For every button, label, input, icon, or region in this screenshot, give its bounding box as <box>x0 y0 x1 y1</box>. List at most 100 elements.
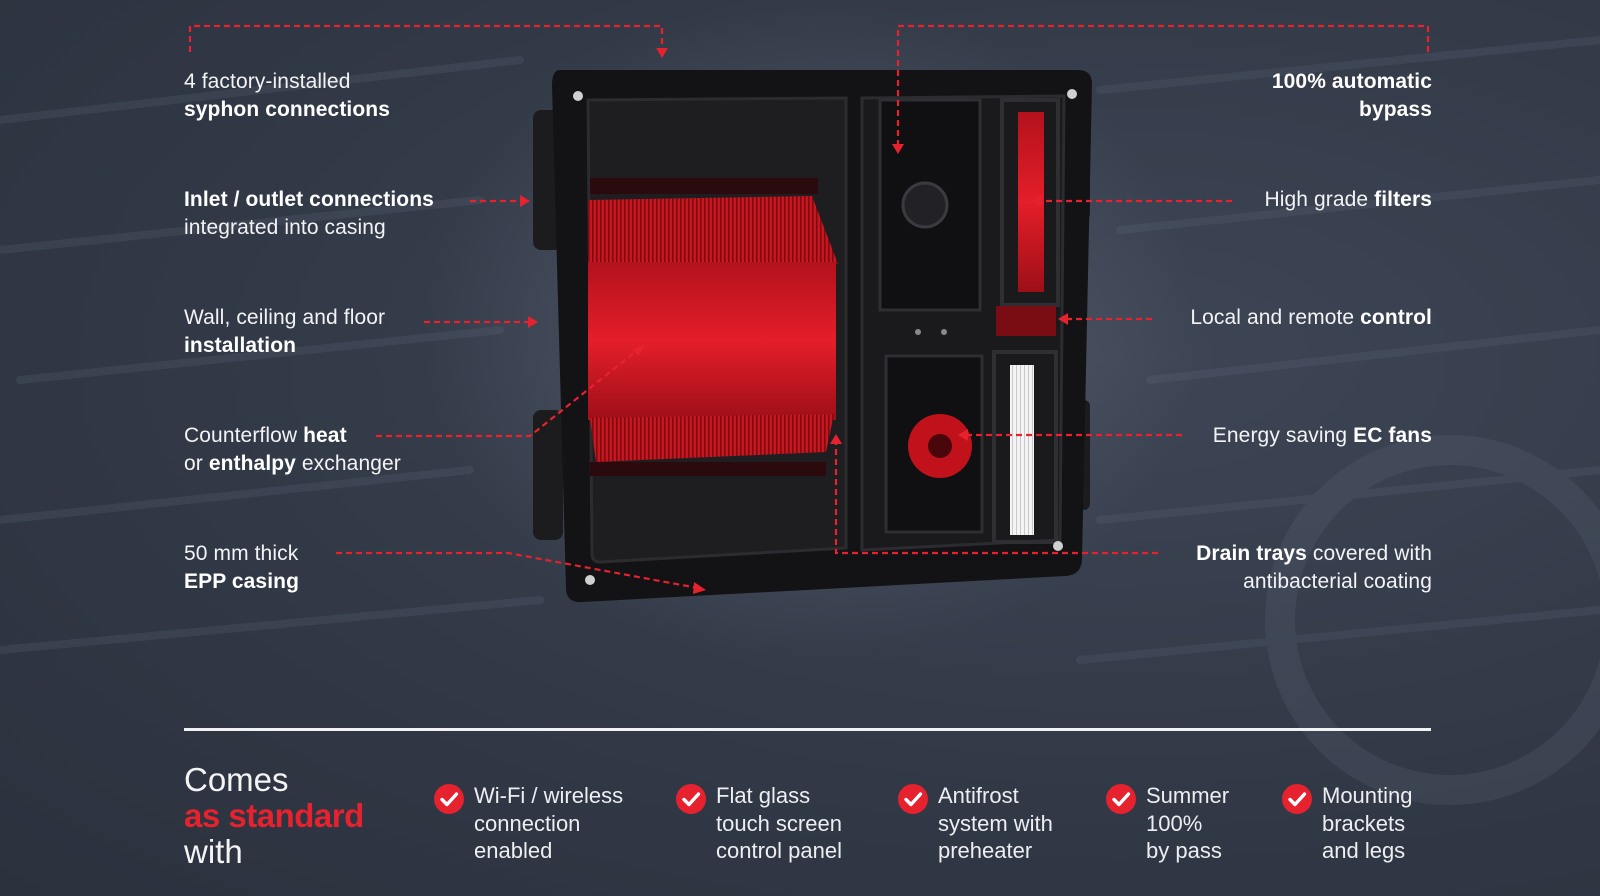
callout-text-bold: Drain trays <box>1196 542 1307 565</box>
callout-line: Drain trays covered with <box>1196 540 1432 568</box>
ventilation-unit <box>533 70 1092 603</box>
callout-ec-fans: Energy saving EC fans <box>1213 422 1432 450</box>
callout-filters: High grade filters <box>1264 186 1432 214</box>
callout-line: or enthalpy exchanger <box>184 450 401 478</box>
feature-line: Wi-Fi / wireless <box>474 783 624 808</box>
arrow-fans <box>958 429 968 441</box>
check-circle-icon <box>898 784 928 814</box>
callout-line: bypass <box>1272 96 1432 124</box>
control-module <box>996 306 1056 336</box>
feature-line: enabled <box>474 838 553 863</box>
callout-text-bold: syphon connections <box>184 98 390 121</box>
callout-line: Counterflow heat <box>184 422 401 450</box>
callout-installation: Wall, ceiling and floor installation <box>184 304 385 360</box>
corner-screw <box>585 575 595 585</box>
feature-line: touch screen <box>716 810 842 836</box>
feature-line: connection <box>474 810 581 836</box>
callout-line: Local and remote control <box>1190 304 1432 332</box>
callout-line: installation <box>184 332 385 360</box>
callout-line: Energy saving EC fans <box>1213 422 1432 450</box>
callout-line: 4 factory-installed <box>184 68 390 96</box>
leader-bypass <box>896 24 1430 148</box>
heat-exchanger-core <box>588 262 836 420</box>
white-filter <box>1010 365 1034 535</box>
arrow-control <box>1058 313 1068 325</box>
arrow-drain <box>830 434 842 444</box>
outlet-collar <box>533 410 563 540</box>
bypass-motor <box>901 181 949 229</box>
callout-line: Inlet / outlet connections <box>184 186 434 214</box>
callout-leaders <box>188 24 1430 590</box>
callout-line: 50 mm thick <box>184 540 299 568</box>
callout-text-bold: 100% automatic <box>1271 70 1432 93</box>
callout-text: High grade <box>1264 188 1375 211</box>
callout-line: integrated into casing <box>184 214 434 242</box>
check-circle-icon <box>1282 784 1312 814</box>
corner-screw <box>1067 89 1077 99</box>
feature-line: preheater <box>938 838 1033 863</box>
leader-casing <box>336 551 699 590</box>
callout-text-bold: enthalpy <box>208 452 296 475</box>
callout-text: or <box>184 452 209 475</box>
callout-text: 50 mm thick <box>184 542 299 565</box>
feature-line: Mounting <box>1322 783 1413 808</box>
arrow-inlet <box>520 195 530 207</box>
callout-line: Wall, ceiling and floor <box>184 304 385 332</box>
callout-line: High grade filters <box>1264 186 1432 214</box>
feature-line: brackets <box>1322 810 1406 836</box>
callout-line: EPP casing <box>184 568 299 596</box>
exchanger-rail-top <box>590 178 818 194</box>
callout-text: exchanger <box>295 452 401 475</box>
ec-fan-hub <box>928 434 952 458</box>
callout-text: Wall, ceiling and floor <box>184 306 386 329</box>
callout-text-bold: EPP casing <box>184 570 300 593</box>
exchanger-rail-bottom <box>590 462 826 476</box>
corner-screw <box>573 91 583 101</box>
callout-line: 100% automatic <box>1272 68 1432 96</box>
callout-text-bold: filters <box>1374 188 1432 211</box>
arrow-syphon <box>656 48 668 58</box>
standard-heading-line3: with <box>184 833 243 870</box>
feature-line: by pass <box>1146 838 1222 863</box>
callout-text: antibacterial coating <box>1243 570 1432 593</box>
section-divider <box>184 728 1431 731</box>
check-circle-icon <box>434 784 464 814</box>
arrow-filters <box>1032 195 1042 207</box>
leader-exchanger <box>376 347 641 438</box>
feature-line: Flat glass <box>716 783 811 808</box>
screw <box>941 329 947 335</box>
standard-heading-line1: Comes <box>184 761 289 798</box>
callout-control: Local and remote control <box>1190 304 1432 332</box>
feature-line: Antifrost <box>938 783 1019 808</box>
callout-text-bold: heat <box>303 424 347 447</box>
heat-exchanger-top-fins <box>588 196 838 268</box>
callout-line: antibacterial coating <box>1196 568 1432 596</box>
standard-heading: Comes as standard with <box>184 762 364 870</box>
standard-heading-accent: as standard <box>184 797 364 834</box>
leader-syphon <box>188 24 664 52</box>
callout-text: integrated into casing <box>184 216 386 239</box>
feature-line: Summer <box>1146 783 1230 808</box>
leader-drain <box>834 442 1158 555</box>
arrow-installation <box>528 316 538 328</box>
arrow-exchanger <box>632 344 645 356</box>
callout-arrowheads <box>520 48 1068 594</box>
callout-text-bold: installation <box>184 334 297 357</box>
feature-line: and legs <box>1322 838 1406 863</box>
callout-text-bold: bypass <box>1359 98 1432 121</box>
callout-text: Energy saving <box>1212 424 1354 447</box>
filter-frame <box>1000 98 1060 307</box>
filter-frame-lower <box>992 350 1058 544</box>
corner-screw <box>1053 541 1063 551</box>
callout-text: Counterflow <box>184 424 304 447</box>
